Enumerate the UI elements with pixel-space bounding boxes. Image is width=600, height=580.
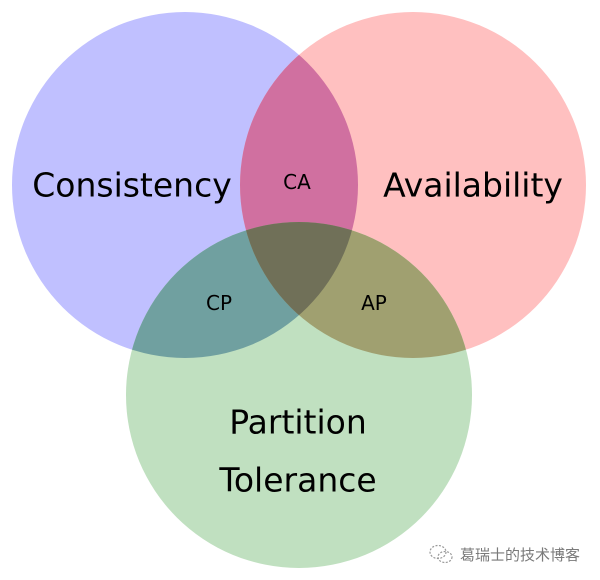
watermark: 葛瑞士的技术博客 — [428, 543, 580, 565]
ap-label: AP — [361, 291, 387, 315]
partition-label-line2: Tolerance — [219, 460, 377, 500]
ca-label: CA — [283, 170, 311, 194]
availability-label: Availability — [383, 165, 563, 205]
consistency-label: Consistency — [32, 165, 232, 205]
partition-label-line1: Partition — [229, 402, 367, 442]
cp-region — [126, 222, 358, 358]
wechat-icon — [429, 544, 453, 564]
watermark-text: 葛瑞士的技术博客 — [460, 545, 581, 564]
ap-region — [240, 222, 472, 358]
cp-label: CP — [205, 291, 233, 315]
